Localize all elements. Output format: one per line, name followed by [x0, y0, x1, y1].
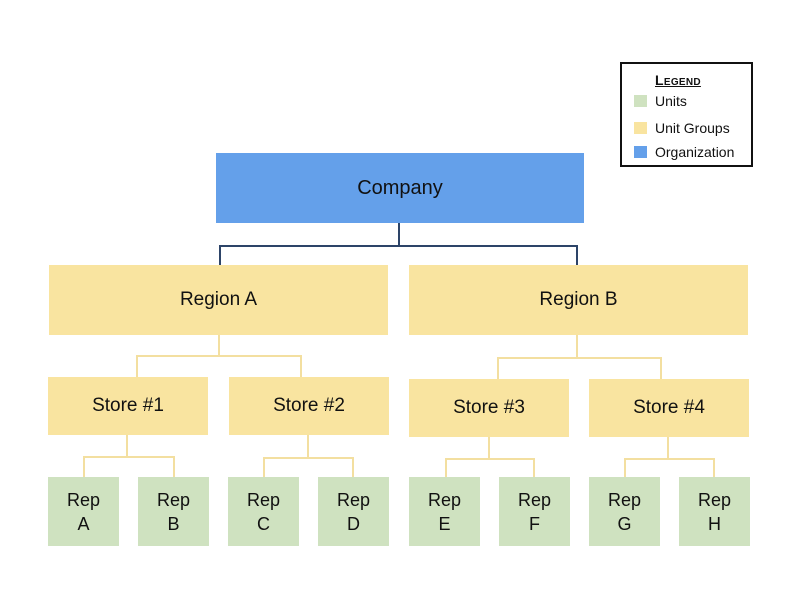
legend-item-label: Units	[655, 93, 687, 109]
legend-item-organization: Organization	[634, 143, 734, 161]
store-1-to-reps-connector	[83, 435, 175, 477]
rep-label-line2: B	[167, 513, 180, 534]
legend-item-label: Unit Groups	[655, 120, 730, 136]
company-to-regions-connector	[219, 223, 578, 265]
rep-h-node: Rep H	[679, 477, 750, 546]
store-4-node: Store #4	[589, 379, 749, 437]
rep-label-line1: Rep	[336, 489, 371, 510]
rep-g-node: Rep G	[589, 477, 660, 546]
rep-label-line2: G	[617, 513, 632, 534]
store-label: Store #1	[92, 395, 164, 416]
store-2-to-reps-connector	[263, 435, 354, 477]
store-label: Store #3	[453, 397, 525, 418]
legend-item-unit-groups: Unit Groups	[634, 119, 730, 137]
region-b-node: Region B	[409, 265, 748, 335]
legend-item-units: Units	[634, 92, 687, 110]
region-label: Region B	[539, 289, 618, 310]
rep-label-line2: E	[438, 513, 451, 534]
rep-label-line1: Rep	[607, 489, 642, 510]
rep-label-line2: A	[77, 513, 90, 534]
organization-swatch	[634, 146, 647, 158]
legend: Legend Units Unit Groups Organization	[620, 62, 753, 167]
rep-label-line1: Rep	[66, 489, 101, 510]
rep-label-line2: C	[257, 513, 270, 534]
rep-label-line1: Rep	[156, 489, 191, 510]
region-a-to-stores-connector	[136, 335, 302, 377]
rep-label-line2: F	[529, 513, 540, 534]
store-1-node: Store #1	[48, 377, 208, 435]
company-label: Company	[357, 176, 443, 199]
units-swatch	[634, 95, 647, 107]
store-4-to-reps-connector	[624, 437, 715, 477]
unit-groups-swatch	[634, 122, 647, 134]
rep-f-node: Rep F	[499, 477, 570, 546]
rep-c-node: Rep C	[228, 477, 299, 546]
legend-item-label: Organization	[655, 144, 735, 160]
rep-label-line1: Rep	[517, 489, 552, 510]
rep-a-node: Rep A	[48, 477, 119, 546]
store-2-node: Store #2	[229, 377, 389, 435]
rep-d-node: Rep D	[318, 477, 389, 546]
region-a-node: Region A	[49, 265, 388, 335]
rep-b-node: Rep B	[138, 477, 209, 546]
store-label: Store #4	[633, 397, 705, 418]
rep-label-line1: Rep	[697, 489, 732, 510]
rep-label-line2: H	[708, 513, 721, 534]
store-3-node: Store #3	[409, 379, 569, 437]
company-node: Company	[216, 153, 584, 223]
rep-e-node: Rep E	[409, 477, 480, 546]
region-b-to-stores-connector	[497, 335, 662, 379]
rep-label-line1: Rep	[427, 489, 462, 510]
store-3-to-reps-connector	[445, 437, 535, 477]
rep-label-line2: D	[347, 513, 360, 534]
legend-title: Legend	[655, 72, 701, 88]
rep-label-line1: Rep	[246, 489, 281, 510]
store-label: Store #2	[273, 395, 345, 416]
region-label: Region A	[179, 289, 258, 310]
